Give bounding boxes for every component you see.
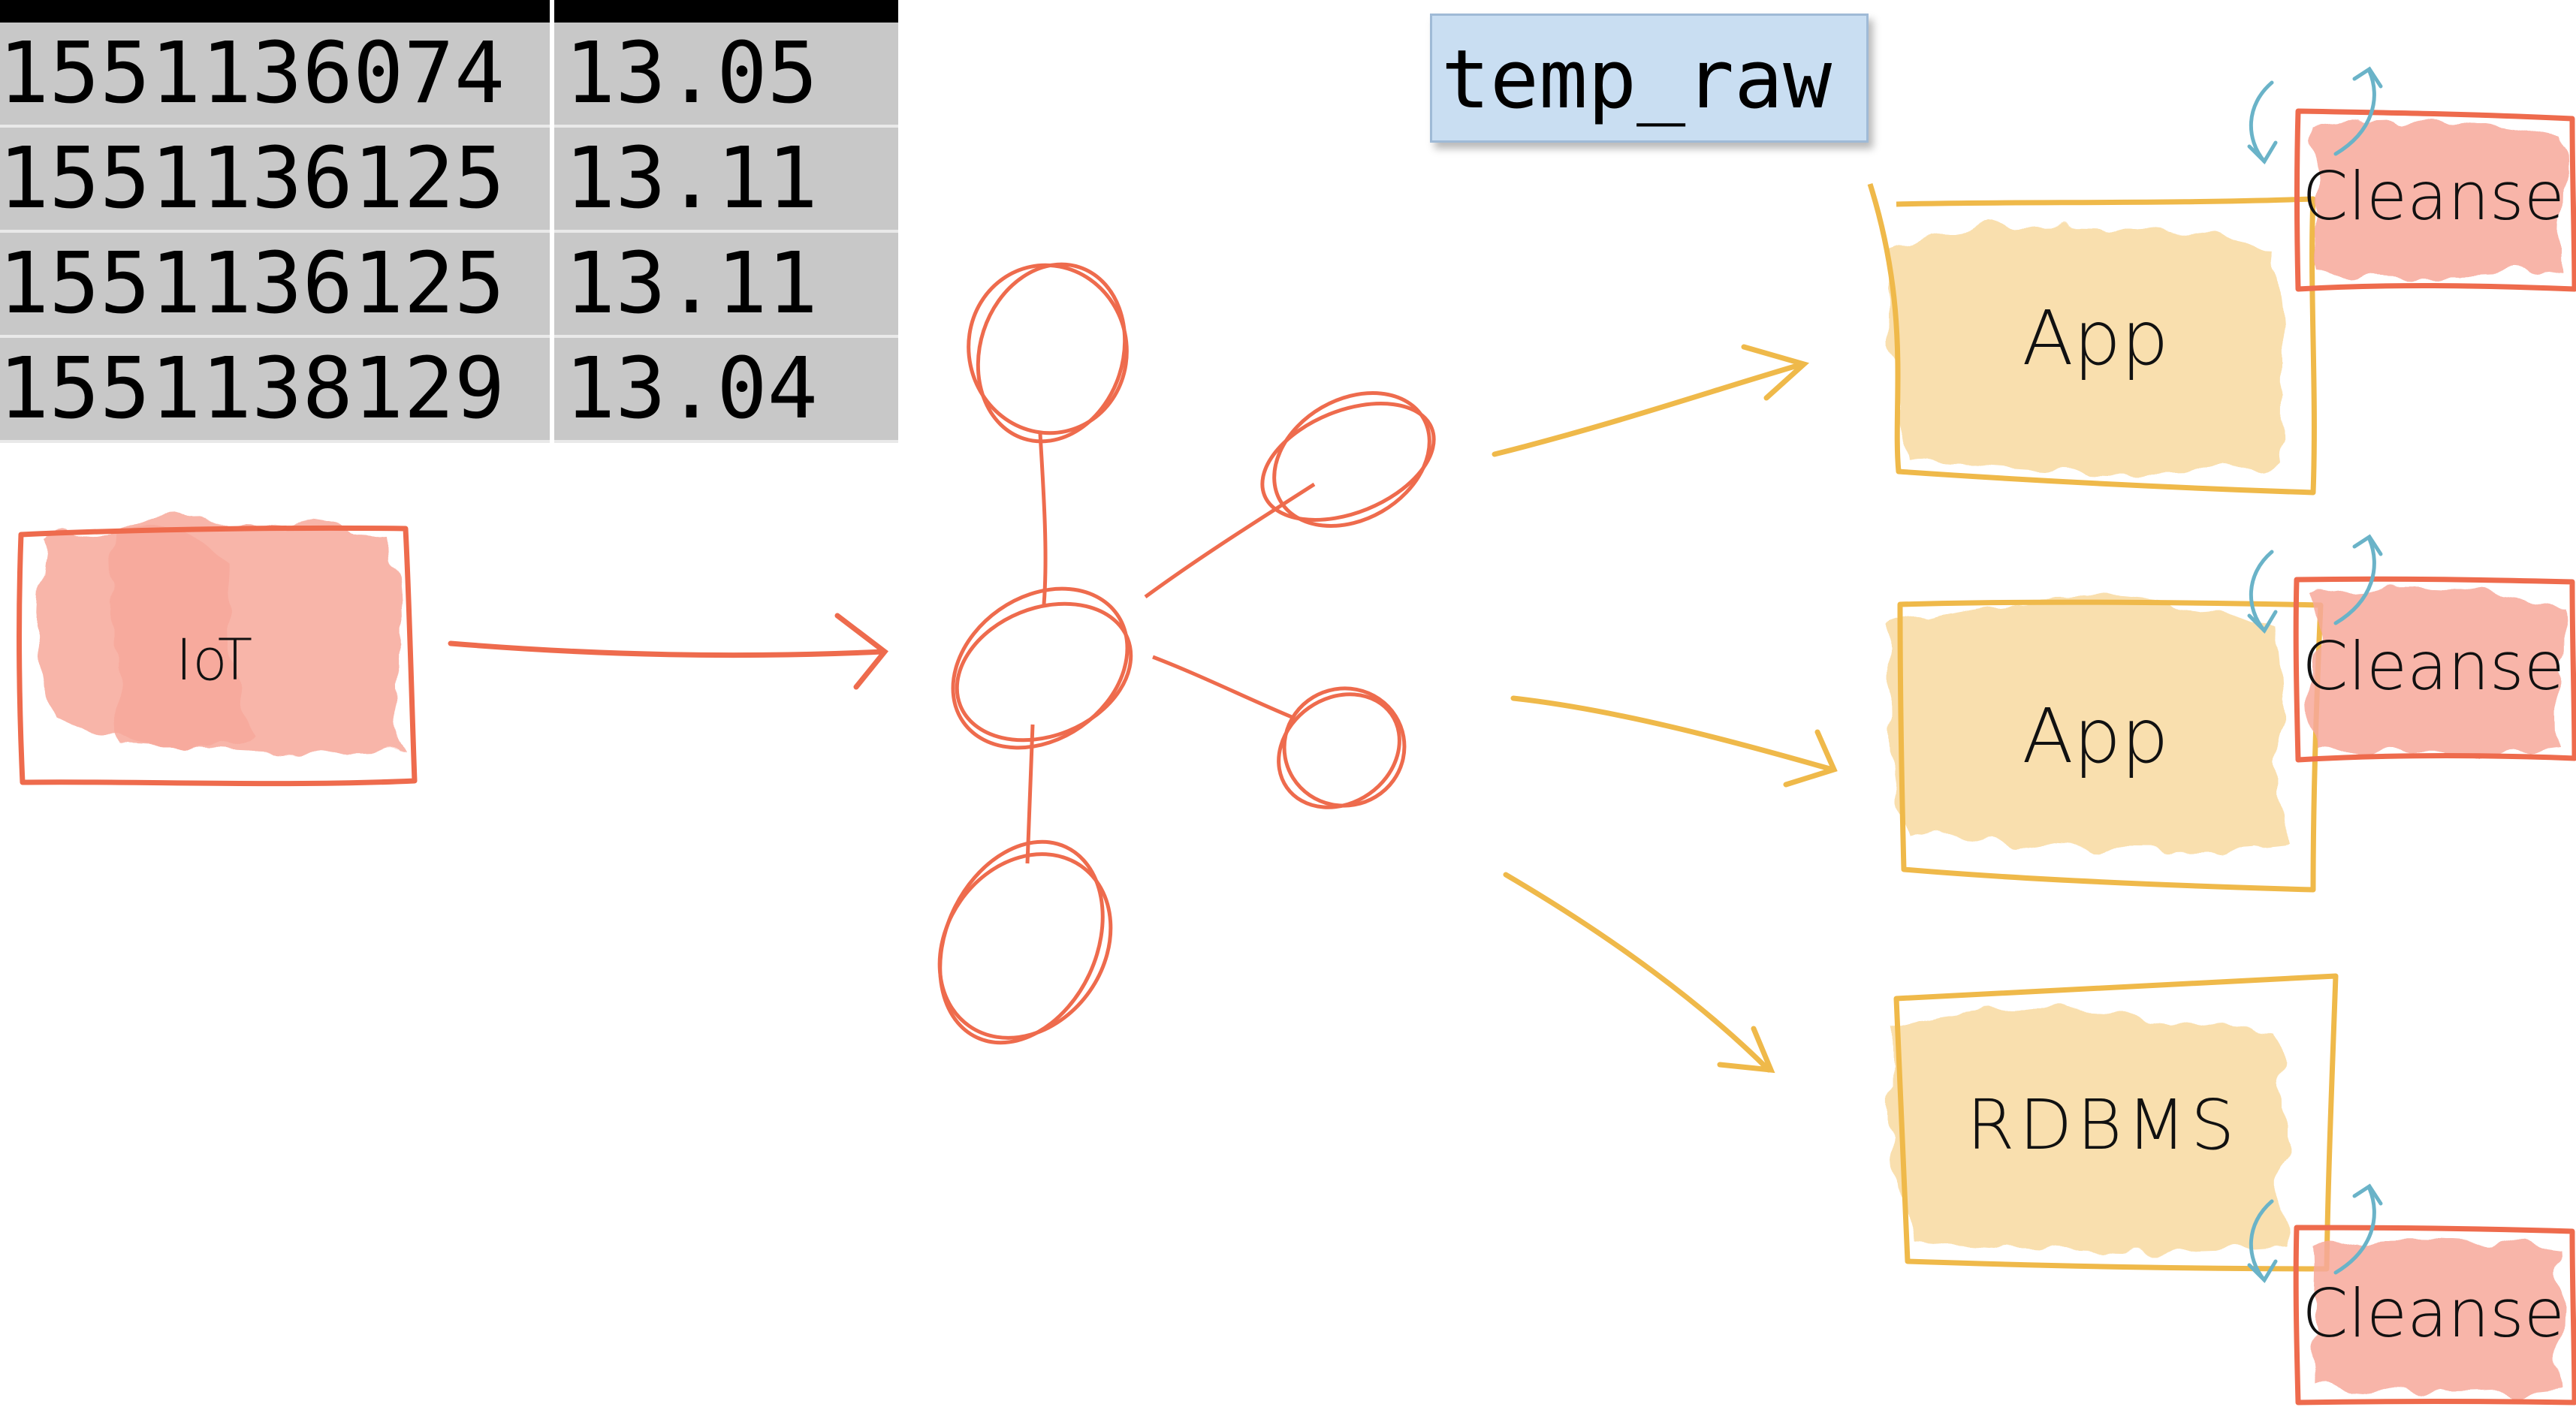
app1-box-outline (1867, 182, 2317, 496)
arrow-to-rdbms-head (1717, 1026, 1775, 1074)
app2-scribble-fill (1889, 598, 2287, 848)
broker-cluster (937, 262, 1436, 1045)
table-row: 1551138129 13.04 (0, 336, 903, 443)
cleanse1-cycle-icon (2247, 66, 2383, 165)
cycle-arrow-up-head (2352, 66, 2383, 89)
broker-node-lower-right (1277, 692, 1401, 809)
table-cell-timestamp: 1551136125 (0, 126, 554, 233)
app-box-1: App (1867, 182, 2317, 496)
fanout-arrows (1492, 344, 1838, 1074)
broker-node-bottom-stroke (937, 852, 1113, 1040)
table-cell-value: 13.04 (551, 336, 903, 443)
table-cell-timestamp: 1551138129 (0, 336, 554, 443)
arrow-to-app1 (1492, 361, 1805, 457)
app2-label: App (2022, 692, 2168, 780)
iot-to-cluster-arrow (448, 613, 888, 690)
arrow-shaft (448, 640, 885, 658)
broker-node-right (1260, 402, 1436, 522)
iot-scribble-fill-2 (113, 517, 406, 754)
rdbms-scribble-fill (1893, 1009, 2287, 1252)
link-center-right (1144, 482, 1316, 599)
broker-node-top (967, 263, 1129, 435)
table-header-row (0, 0, 903, 23)
cleanse3-scribble-fill (2312, 1237, 2562, 1393)
app1-label: App (2022, 294, 2168, 382)
cleanse2-box-outline (2293, 576, 2576, 763)
iot-label: IoT (176, 626, 252, 693)
table-row: 1551136125 13.11 (0, 231, 903, 338)
arrow-to-app2 (1510, 695, 1835, 773)
rdbms-box: RDBMS (1893, 973, 2339, 1272)
app2-box-outline (1897, 599, 2324, 893)
broker-node-right-stroke (1272, 391, 1431, 528)
arrow-to-app1-head (1741, 344, 1810, 401)
cycle-arrow-up (2333, 69, 2376, 156)
link-top-center (1038, 433, 1048, 605)
table-cell-value: 13.11 (551, 231, 903, 338)
cycle-arrow-up (2333, 1186, 2376, 1275)
table-cell-value: 13.05 (551, 23, 903, 128)
cleanse1-box-outline (2294, 108, 2576, 292)
cleanse-box-1: Cleanse (2247, 66, 2576, 292)
cleanse-box-2: Cleanse (2247, 534, 2576, 763)
cycle-arrow-down-head (2247, 140, 2278, 165)
rdbms-label: RDBMS (1967, 1085, 2240, 1165)
cycle-arrow-up-head (2352, 1183, 2383, 1206)
broker-node-center-stroke (951, 586, 1130, 750)
table-cell-timestamp: 1551136074 (0, 23, 554, 128)
cleanse2-scribble-fill (2312, 589, 2562, 755)
broker-node-top-stroke (976, 262, 1127, 444)
arrow-to-rdbms (1503, 872, 1772, 1073)
table-row: 1551136074 13.05 (0, 23, 903, 128)
topic-label: temp_raw (1430, 14, 1869, 143)
broker-node-lower-right-stroke (1282, 686, 1407, 808)
raw-data-table: 1551136074 13.05 1551136125 13.11 155113… (0, 0, 903, 443)
app1-scribble-fill (1889, 222, 2283, 473)
link-center-lower-right (1152, 655, 1293, 719)
cleanse1-scribble-fill (2312, 119, 2562, 278)
table-row: 1551136125 13.11 (0, 126, 903, 233)
cycle-arrow-down-head (2247, 610, 2278, 634)
arrow-to-app2-head (1783, 729, 1838, 788)
cycle-arrow-down-head (2247, 1259, 2278, 1284)
arrow-head (834, 613, 888, 690)
cleanse-box-3: Cleanse (2247, 1183, 2576, 1405)
table-cell-value: 13.11 (551, 126, 903, 233)
link-center-bottom (1025, 724, 1035, 864)
cleanse2-label: Cleanse (2302, 628, 2565, 705)
app-box-2: App (1889, 598, 2324, 893)
cleanse2-cycle-icon (2247, 534, 2383, 634)
cycle-arrow-up-head (2352, 534, 2383, 556)
iot-source-box: IoT (17, 517, 418, 787)
cleanse1-label: Cleanse (2302, 158, 2565, 235)
cleanse3-cycle-icon (2247, 1183, 2383, 1284)
cleanse3-label: Cleanse (2302, 1275, 2565, 1352)
cleanse3-box-outline (2293, 1225, 2576, 1405)
iot-box-outline (17, 525, 418, 787)
table-header-value (551, 0, 903, 23)
raw-data-table-container: 1551136074 13.05 1551136125 13.11 155113… (0, 0, 939, 453)
broker-node-center (955, 601, 1133, 743)
table-header-timestamp (0, 0, 554, 23)
cycle-arrow-up (2333, 537, 2376, 625)
table-cell-timestamp: 1551136125 (0, 231, 554, 338)
